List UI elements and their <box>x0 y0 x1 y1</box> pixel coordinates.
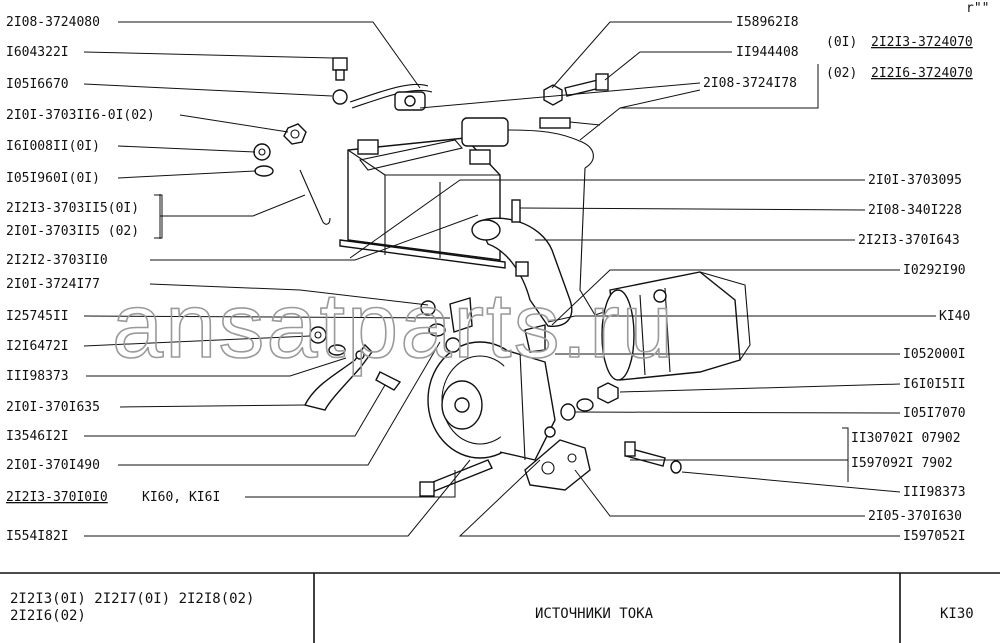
variant-labels: (0I) 2I2I3-3724070 (02) 2I2I6-3724070 <box>826 35 973 81</box>
callout-left: III98373 <box>6 369 69 384</box>
brackets <box>303 326 402 411</box>
callout-left: 2I08-3724080 <box>6 15 100 30</box>
model-list-line1: 2I2I3(0I) 2I2I7(0I) 2I2I8(02) <box>10 591 254 607</box>
air-duct <box>471 199 573 327</box>
callout-right: 2I08-340I228 <box>868 203 962 218</box>
callout-right: III98373 <box>903 485 966 500</box>
callout-right: I6I0I5II <box>903 377 966 392</box>
callout-right: I597052I <box>903 529 966 544</box>
battery-cable <box>349 83 433 111</box>
variant-01-prefix: (0I) <box>826 35 857 50</box>
callout-left: I604322I <box>6 45 69 60</box>
callout-right: 2I0I-3703095 <box>868 173 962 188</box>
variant-01-code: 2I2I3-3724070 <box>871 35 973 50</box>
starter-motor <box>601 271 751 381</box>
callout-left: I25745II <box>6 309 69 324</box>
corner-mark: r"" <box>966 1 989 16</box>
callout-right: I58962I8 <box>736 15 799 30</box>
callout-left: 2I0I-3724I77 <box>6 277 100 292</box>
battery <box>339 137 506 269</box>
callout-right: I0292I90 <box>903 263 966 278</box>
callout-left: 2I0I-3703II5 (02) <box>6 224 139 239</box>
tie-rod <box>299 169 331 225</box>
callout-left: I6I008II(0I) <box>6 139 100 154</box>
long-bolt <box>427 459 493 493</box>
callout-left: 2I0I-3703II6-0I(02) <box>6 108 155 123</box>
callout-right: II30702I 07902 <box>851 431 961 446</box>
callout-left: 2I2I3-3703II5(0I) <box>6 201 139 216</box>
fasteners-right <box>560 382 619 421</box>
callout-right: 2I08-3724I78 <box>703 76 797 91</box>
callout-left: I3546I2I <box>6 429 69 444</box>
callouts-left: 2I08-3724080 I604322I I05I6670 2I0I-3703… <box>6 15 220 544</box>
fasteners-top <box>253 57 348 177</box>
callout-right: II944408 <box>736 45 799 60</box>
callout-right: I052000I <box>903 347 966 362</box>
callout-left: I05I6670 <box>6 77 69 92</box>
callout-left-suffix: KI60, KI6I <box>142 490 220 505</box>
variant-02-prefix: (02) <box>826 66 857 81</box>
callout-left: I554I82I <box>6 529 69 544</box>
drawing <box>253 57 751 497</box>
callout-right: KI40 <box>939 309 970 324</box>
leader-lines <box>83 21 936 537</box>
title-block: 2I2I3(0I) 2I2I7(0I) 2I2I8(02) 2I2I6(02) … <box>0 572 1000 643</box>
callout-left-underlined: 2I2I3-370I0I0 <box>6 490 108 505</box>
fasteners-top-right <box>543 73 609 106</box>
callout-right: 2I2I3-370I643 <box>858 233 960 248</box>
callout-left: I05I960I(0I) <box>6 171 100 186</box>
variant-02-code: 2I2I6-3724070 <box>871 66 973 81</box>
pair-bracket-left <box>154 194 163 239</box>
sheet-title: ИСТОЧНИКИ ТОКА <box>535 606 654 622</box>
positive-cable <box>461 117 641 316</box>
callouts-right: I58962I8 II944408 2I08-3724I78 2I0I-3703… <box>703 15 970 544</box>
sheet-number: KI30 <box>940 606 974 622</box>
alternator <box>420 297 556 461</box>
watermark: ansatparts.ru <box>112 275 675 377</box>
callout-right: I597092I 7902 <box>851 456 953 471</box>
callout-right: I05I7070 <box>903 406 966 421</box>
model-list-line2: 2I2I6(02) <box>10 608 86 624</box>
callout-left: I2I6472I <box>6 339 69 354</box>
callout-left: 2I2I2-3703II0 <box>6 253 108 268</box>
callout-left: 2I0I-370I490 <box>6 458 100 473</box>
callout-left: 2I0I-370I635 <box>6 400 100 415</box>
lower-bracket <box>524 426 682 491</box>
callout-right: 2I05-370I630 <box>868 509 962 524</box>
